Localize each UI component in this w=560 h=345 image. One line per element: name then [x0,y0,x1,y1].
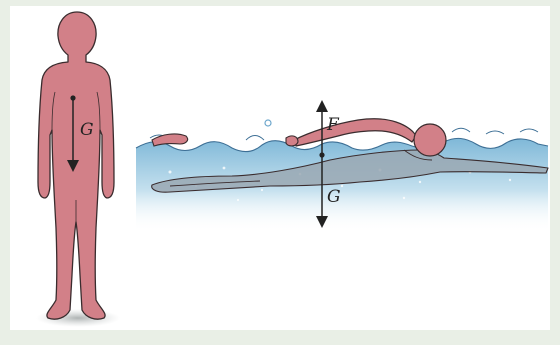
swimmer-hand [286,136,298,146]
swimmer-head [414,124,446,156]
standing-gravity-label: G [80,122,94,139]
swimmer-gravity-label: G [327,189,341,206]
buoyant-force-label: F [327,117,339,134]
